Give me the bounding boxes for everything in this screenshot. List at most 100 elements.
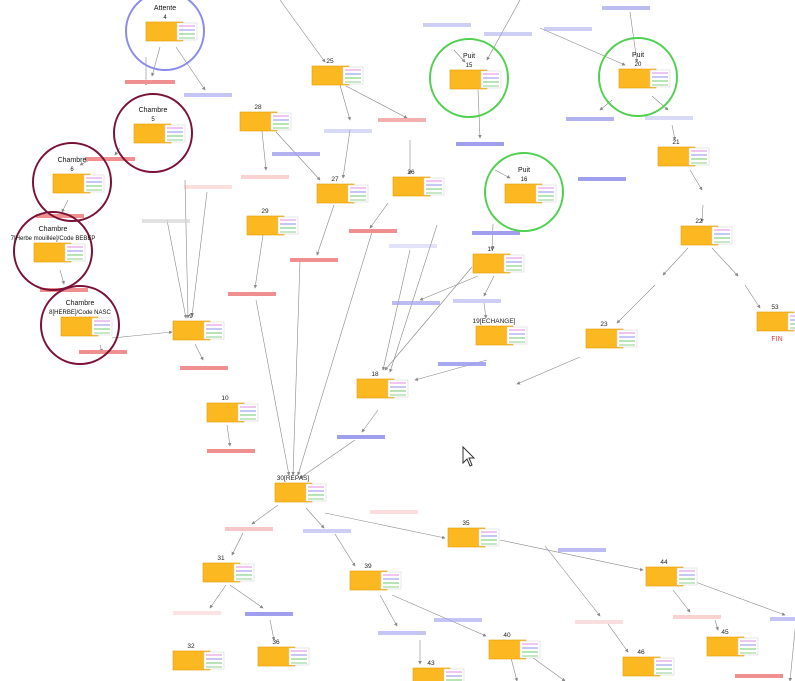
node-28-node[interactable] (239, 111, 292, 132)
node-53-node[interactable] (756, 311, 795, 332)
node-detail-panel (616, 329, 638, 348)
edge-arrow (391, 594, 487, 637)
node-36-node[interactable] (257, 646, 310, 667)
edge-arrow (516, 356, 581, 385)
edge-arrow (175, 46, 206, 91)
edge-label-bar (290, 258, 338, 262)
circle-8-node[interactable] (504, 183, 557, 204)
state-puit-8[interactable] (484, 152, 564, 232)
state-chambre-2[interactable] (113, 93, 193, 173)
edge-label-bar (349, 229, 397, 233)
edge-label-bar (180, 366, 228, 370)
circle-5-node[interactable] (60, 316, 113, 337)
edge-arrow (231, 532, 244, 556)
circle-3-node[interactable] (52, 173, 105, 194)
edge-label-bar (566, 117, 614, 121)
node-31-node[interactable] (202, 562, 255, 583)
edge-label-bar (228, 292, 276, 296)
node-46-node[interactable] (622, 656, 675, 677)
node-35-node[interactable] (447, 527, 500, 548)
edge-label-bar (142, 219, 190, 223)
circle-1-node[interactable] (145, 21, 198, 42)
edge-arrow (61, 199, 69, 213)
node-26-node[interactable] (392, 176, 445, 197)
node-29-node[interactable] (246, 215, 299, 236)
node-detail-panel (83, 174, 105, 193)
edge-arrow (671, 124, 677, 141)
edge-arrow (490, 223, 494, 251)
edge-arrow (651, 95, 669, 111)
node-23-node[interactable] (585, 328, 638, 349)
edge-arrow (672, 589, 691, 613)
node-detail-panel (91, 317, 113, 336)
state-chambre-5[interactable] (40, 285, 120, 365)
edge-label-bar (484, 32, 532, 36)
state-id-label: 20 (635, 62, 642, 68)
circle-2-node[interactable] (133, 123, 186, 144)
edge-arrow (114, 147, 121, 156)
node-21-node[interactable] (657, 146, 710, 167)
node-19echange-node[interactable] (475, 325, 528, 346)
edge-arrow (251, 504, 279, 525)
edge-label-bar (423, 23, 471, 27)
edge-arrow (269, 619, 276, 641)
edge-arrow (279, 0, 326, 63)
node-30repas-node[interactable] (274, 482, 327, 503)
node-id-label: 43 (427, 660, 435, 667)
node-10-node[interactable] (206, 402, 259, 423)
node-detail-panel (711, 226, 733, 245)
state-chambre-4[interactable] (13, 211, 93, 291)
circle-6-node[interactable] (449, 69, 502, 90)
node-detail-panel (342, 66, 364, 85)
edge-arrow (483, 275, 495, 297)
node-id-label: 30[REPAS] (277, 475, 310, 482)
edge-arrow (599, 99, 613, 111)
edge-label-bar (378, 118, 426, 122)
state-puit-7[interactable] (598, 37, 678, 117)
node-40-node[interactable] (488, 639, 541, 660)
edges-layer (59, 0, 795, 681)
state-id-label: 5 (151, 117, 155, 123)
state-attente-1[interactable] (125, 0, 205, 71)
edge-label-bar (207, 449, 255, 453)
node-18-node[interactable] (356, 378, 409, 399)
node-id-label: 45 (721, 629, 729, 636)
node-9-node[interactable] (172, 320, 225, 341)
node-43-node[interactable] (412, 667, 465, 681)
node-44-node[interactable] (645, 566, 698, 587)
state-id-label: 8[HERBE]/Code NASC (49, 310, 111, 316)
node-32-node[interactable] (172, 650, 225, 671)
node-id-label: 53 (771, 304, 779, 311)
edge-label-bar (456, 142, 504, 146)
circle-7-node[interactable] (618, 68, 671, 89)
node-25-node[interactable] (311, 65, 364, 86)
state-name-label: Puit (518, 167, 530, 174)
node-27-node[interactable] (316, 183, 369, 204)
state-puit-6[interactable] (429, 38, 509, 118)
edge-arrow (700, 204, 704, 223)
node-detail-panel (688, 147, 710, 166)
edge-arrow (334, 533, 356, 567)
node-39-node[interactable] (349, 570, 402, 591)
mouse-cursor-icon (462, 445, 476, 467)
circle-4-node[interactable] (33, 242, 86, 263)
edge-arrow (166, 219, 188, 319)
node-id-label: 39 (364, 563, 372, 570)
node-detail-panel (237, 403, 259, 422)
node-17-node[interactable] (472, 253, 525, 274)
node-detail-panel (305, 483, 327, 502)
edge-arrow (419, 275, 479, 301)
end-label: FIN (771, 336, 782, 343)
edge-label-bar (272, 152, 320, 156)
edge-arrow (59, 269, 65, 285)
node-id-label: 19[ECHANGE] (473, 318, 516, 325)
state-name-label: Attente (154, 5, 176, 12)
edge-label-bar (173, 611, 221, 615)
node-45-node[interactable] (706, 636, 759, 657)
node-22-node[interactable] (680, 225, 733, 246)
edge-label-bar (434, 618, 482, 622)
node-id-label: 27 (331, 176, 339, 183)
node-id-label: 32 (187, 643, 195, 650)
state-chambre-3[interactable] (32, 142, 112, 222)
edge-arrow (341, 129, 351, 179)
